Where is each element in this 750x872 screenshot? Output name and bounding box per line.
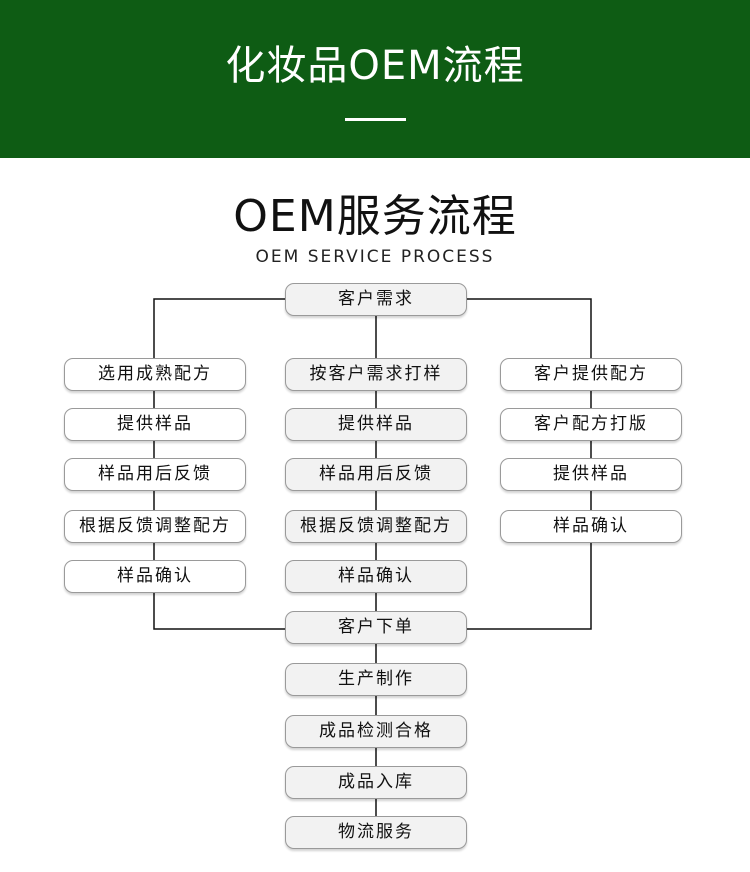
node-middle-5: 样品确认 <box>285 560 467 593</box>
node-warehouse: 成品入库 <box>285 766 467 799</box>
banner-divider <box>345 118 406 121</box>
node-middle-2: 提供样品 <box>285 408 467 441</box>
node-inspection: 成品检测合格 <box>285 715 467 748</box>
node-order: 客户下单 <box>285 611 467 644</box>
node-left-1: 选用成熟配方 <box>64 358 246 391</box>
node-right-3: 提供样品 <box>500 458 682 491</box>
node-left-2: 提供样品 <box>64 408 246 441</box>
node-start: 客户需求 <box>285 283 467 316</box>
node-middle-3: 样品用后反馈 <box>285 458 467 491</box>
page-subtitle: OEM SERVICE PROCESS <box>255 247 495 267</box>
node-left-3: 样品用后反馈 <box>64 458 246 491</box>
node-right-1: 客户提供配方 <box>500 358 682 391</box>
connector-right-order <box>467 543 592 630</box>
page-title: OEM服务流程 <box>233 191 517 242</box>
node-middle-1: 按客户需求打样 <box>285 358 467 391</box>
header-banner: 化妆品OEM流程 <box>0 0 750 158</box>
node-left-5: 样品确认 <box>64 560 246 593</box>
connector-start-right <box>467 298 592 358</box>
node-left-4: 根据反馈调整配方 <box>64 510 246 543</box>
node-logistics: 物流服务 <box>285 816 467 849</box>
banner-title: 化妆品OEM流程 <box>225 43 525 89</box>
node-middle-4: 根据反馈调整配方 <box>285 510 467 543</box>
node-right-4: 样品确认 <box>500 510 682 543</box>
connector-left-order <box>153 593 285 630</box>
node-production: 生产制作 <box>285 663 467 696</box>
connector-start-left <box>153 298 285 358</box>
node-right-2: 客户配方打版 <box>500 408 682 441</box>
